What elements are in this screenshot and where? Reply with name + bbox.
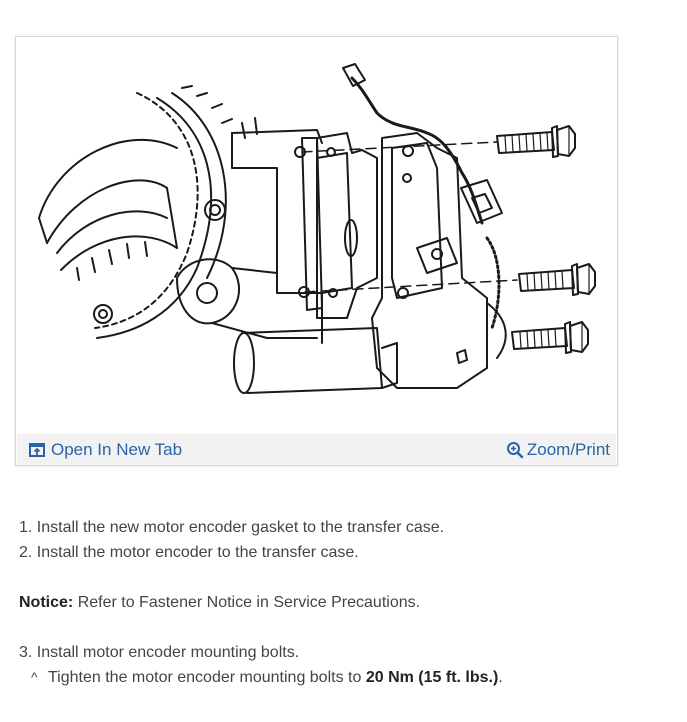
wiring-harness xyxy=(342,63,503,330)
mounting-plate xyxy=(231,117,323,344)
mounting-bolt-bottom xyxy=(511,321,589,354)
step-3: 3. Install motor encoder mounting bolts. xyxy=(19,644,300,661)
notice: Notice: Refer to Fastener Notice in Serv… xyxy=(19,590,659,615)
transfer-case-housing xyxy=(38,85,318,339)
encoder-body xyxy=(316,132,507,389)
mounting-bolt-top xyxy=(496,125,576,158)
zoom-print-link[interactable]: Zoom/Print xyxy=(506,438,610,462)
mounting-bolt-middle xyxy=(518,263,596,296)
substep-text: Tighten the motor encoder mounting bolts… xyxy=(48,669,362,686)
step-2: 2. Install the motor encoder to the tran… xyxy=(19,544,359,561)
zoom-print-label: Zoom/Print xyxy=(526,440,610,459)
substep-marker: ^ xyxy=(31,669,38,685)
step-3-substep: ^ Tighten the motor encoder mounting bolt… xyxy=(19,665,659,690)
notice-text: Refer to Fastener Notice in Service Prec… xyxy=(77,594,421,611)
magnifier-plus-icon xyxy=(506,441,524,459)
open-in-new-tab-icon xyxy=(28,441,46,459)
torque-value: 20 Nm (15 ft. lbs.) xyxy=(365,669,499,686)
figure-card: Open In New Tab Zoom/Print xyxy=(15,36,618,466)
alignment-lines xyxy=(301,141,518,293)
notice-label: Notice: xyxy=(19,594,74,611)
figure-toolbar: Open In New Tab Zoom/Print xyxy=(17,434,616,465)
substep-end: . xyxy=(498,669,503,686)
step-1: 1. Install the new motor encoder gasket … xyxy=(19,519,445,536)
open-in-new-tab-link[interactable]: Open In New Tab xyxy=(28,438,182,462)
procedure-steps: 1. Install the new motor encoder gasket … xyxy=(19,515,659,690)
open-in-new-tab-label: Open In New Tab xyxy=(51,440,183,459)
motor-encoder-illustration[interactable] xyxy=(17,38,616,434)
motor-cylinder xyxy=(233,327,398,394)
